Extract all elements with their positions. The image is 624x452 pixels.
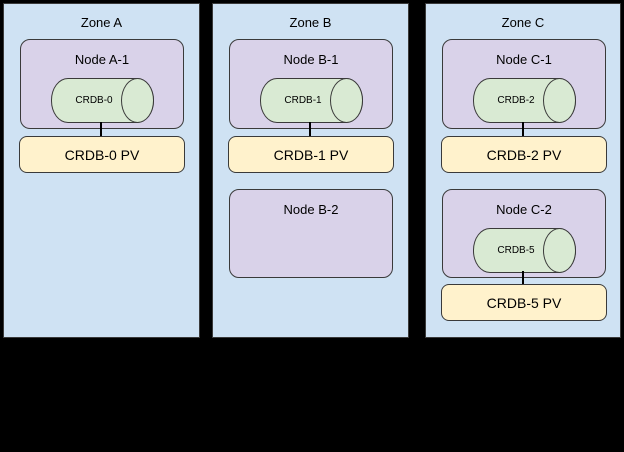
crdb-2-pv-box: CRDB-2 PV <box>441 136 607 173</box>
zone-a: Zone A Node A-1 CRDB-0 CRDB-0 PV <box>3 3 200 338</box>
node-b-1-title: Node B-1 <box>283 52 339 67</box>
pod-to-pv-connector-line <box>100 122 102 137</box>
cylinder-cap-icon <box>121 78 154 123</box>
zone-c: Zone C Node C-1 CRDB-2 CRDB-2 PV Node C-… <box>425 3 621 338</box>
crdb-5-pod-cylinder: CRDB-5 <box>473 228 576 273</box>
node-a-1: Node A-1 CRDB-0 <box>20 39 184 129</box>
zone-b: Zone B Node B-1 CRDB-1 CRDB-1 PV Node B-… <box>212 3 409 338</box>
pod-to-pv-connector-line <box>522 122 524 137</box>
zone-c-title: Zone C <box>501 15 545 30</box>
crdb-5-pv-label: CRDB-5 PV <box>486 294 562 311</box>
node-c-1-title: Node C-1 <box>496 52 552 67</box>
crdb-2-pv-label: CRDB-2 PV <box>486 146 562 163</box>
crdb-5-pv-box: CRDB-5 PV <box>441 284 607 321</box>
node-b-2-title: Node B-2 <box>283 202 339 217</box>
crdb-1-pv-label: CRDB-1 PV <box>273 146 349 163</box>
crdb-5-pod-label: CRDB-5 <box>497 245 535 256</box>
node-a-1-title: Node A-1 <box>74 52 130 67</box>
crdb-2-pod-label: CRDB-2 <box>497 95 535 106</box>
node-c-1: Node C-1 CRDB-2 <box>442 39 606 129</box>
crdb-2-pod-cylinder: CRDB-2 <box>473 78 576 123</box>
cylinder-cap-icon <box>543 228 576 273</box>
node-c-2: Node C-2 CRDB-5 <box>442 189 606 278</box>
cylinder-cap-icon <box>330 78 363 123</box>
zone-a-title: Zone A <box>80 15 123 30</box>
node-b-2: Node B-2 <box>229 189 393 278</box>
node-b-1: Node B-1 CRDB-1 <box>229 39 393 129</box>
crdb-1-pv-box: CRDB-1 PV <box>228 136 394 173</box>
crdb-0-pod-cylinder: CRDB-0 <box>51 78 154 123</box>
zone-b-title: Zone B <box>289 15 332 30</box>
crdb-0-pv-label: CRDB-0 PV <box>64 146 140 163</box>
crdb-1-pod-cylinder: CRDB-1 <box>260 78 363 123</box>
pod-to-pv-connector-line <box>309 122 311 137</box>
node-c-2-title: Node C-2 <box>496 202 552 217</box>
crdb-1-pod-label: CRDB-1 <box>284 95 322 106</box>
pod-to-pv-connector-line <box>522 271 524 285</box>
crdb-0-pod-label: CRDB-0 <box>75 95 113 106</box>
cylinder-cap-icon <box>543 78 576 123</box>
crdb-0-pv-box: CRDB-0 PV <box>19 136 185 173</box>
